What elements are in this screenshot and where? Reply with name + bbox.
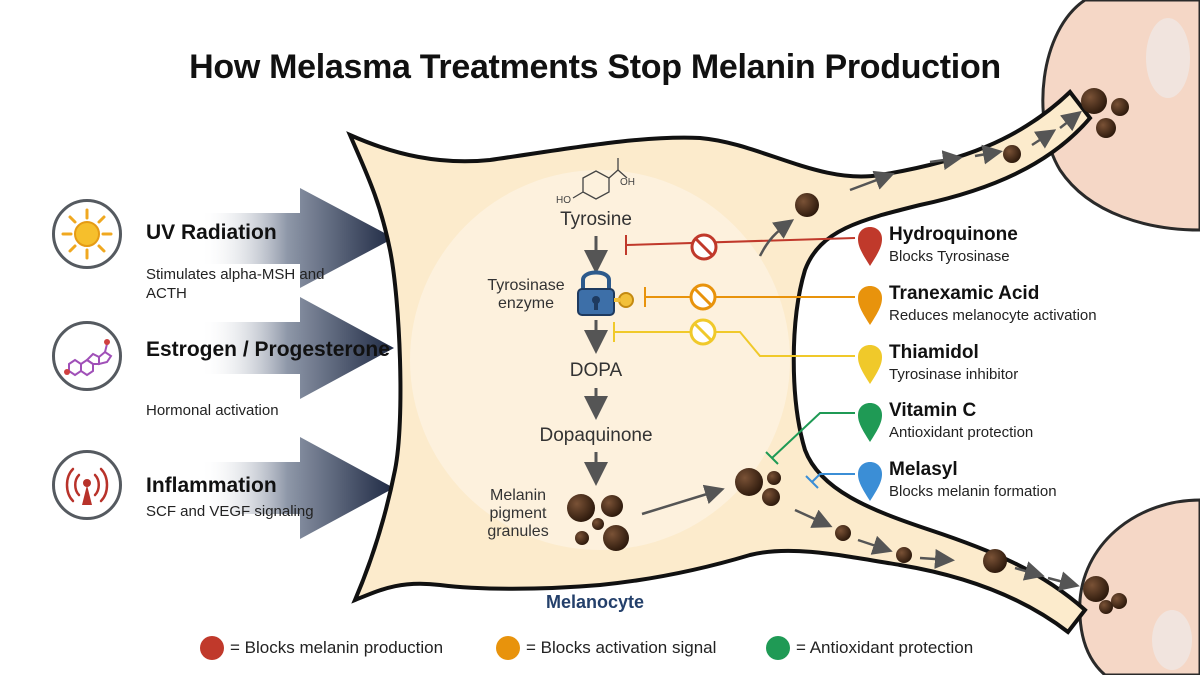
arrow-granules-to-dendrite (641, 484, 725, 516)
treatment-tranexamic-acid: Tranexamic Acid Reduces melanocyte activ… (855, 283, 1185, 329)
tyrosine-label: Tyrosine (560, 209, 632, 230)
treatment-name: Melasyl (889, 459, 958, 480)
location-pin-icon (858, 403, 882, 442)
dopa-label: DOPA (569, 360, 623, 381)
upper-dendrite-transport-arrows (849, 110, 1082, 192)
molecule-oh-label: OH (620, 177, 635, 188)
tranexamic-block-icon (689, 283, 717, 311)
location-pin-icon (858, 345, 882, 384)
melanocyte-inner-glow (410, 170, 790, 550)
hormone-molecule-icon (64, 339, 113, 377)
sun-icon (61, 208, 113, 260)
treatment-description: Tyrosinase inhibitor (889, 366, 1019, 383)
factor-description: Stimulates alpha-MSH and ACTH (146, 266, 325, 302)
legend-label: = Blocks melanin production (230, 638, 444, 657)
key-icon (614, 292, 634, 308)
treatment-name: Vitamin C (889, 400, 977, 421)
factor-icon-ring (52, 199, 122, 269)
treatment-description: Antioxidant protection (889, 424, 1034, 441)
melanocyte-label: Melanocyte (545, 592, 645, 612)
factor-uv-radiation: UV Radiation Stimulates alpha-MSH and AC… (52, 199, 402, 309)
tyrosine-molecule (572, 158, 628, 200)
dendrite-granules (735, 88, 1129, 614)
factor-estrogen-progesterone: Estrogen / Progesterone Hormonal activat… (52, 321, 402, 421)
tranexamic-inhibition-line (644, 287, 855, 307)
hydroquinone-block-icon (690, 233, 718, 261)
treatment-description: Blocks Tyrosinase (889, 248, 1010, 265)
tyrosinase-enzyme-label: Tyrosinase enzyme (487, 277, 565, 312)
legend-item-antioxidant: = Antioxidant protection (766, 636, 1006, 662)
thiamidol-block-icon (689, 318, 717, 346)
treatment-name: Hydroquinone (889, 224, 1018, 245)
legend-dot (496, 636, 520, 660)
location-pin-icon (858, 227, 882, 266)
melanin-granules-cluster (567, 494, 629, 551)
treatment-description: Reduces melanocyte activation (889, 307, 1097, 324)
legend-dot (200, 636, 224, 660)
legend-item-blocks-activation: = Blocks activation signal (496, 636, 746, 662)
legend-label: = Blocks activation signal (526, 638, 717, 657)
melanin-granules-label: Melanin pigment granules (487, 487, 549, 540)
treatment-name: Tranexamic Acid (889, 283, 1040, 304)
factor-icon-ring (52, 321, 122, 391)
lower-dendrite-transport-arrows (794, 508, 1080, 591)
arrow-body-to-upper-dendrite (758, 219, 795, 257)
vitamin-c-inhibition-line (765, 412, 855, 465)
hormone-input-arrow (200, 297, 394, 399)
factor-icon-ring (52, 450, 122, 520)
factor-name: Estrogen / Progesterone (146, 338, 390, 361)
dopaquinone-label: Dopaquinone (539, 425, 653, 446)
treatment-vitamin-c: Vitamin C Antioxidant protection (855, 400, 1185, 446)
factor-description: SCF and VEGF signaling (146, 503, 314, 520)
inflammation-input-arrow (200, 437, 394, 539)
signal-tower-icon (65, 467, 109, 505)
uv-input-arrow (200, 188, 394, 288)
location-pin-icon (858, 462, 882, 501)
treatment-description: Blocks melanin formation (889, 483, 1057, 500)
location-pin-icon (858, 286, 882, 325)
factor-name: UV Radiation (146, 221, 277, 244)
treatment-thiamidol: Thiamidol Tyrosinase inhibitor (855, 342, 1185, 388)
neighbor-nucleus-top (1146, 18, 1190, 98)
factor-inflammation: Inflammation SCF and VEGF signaling (52, 450, 402, 530)
legend-item-blocks-production: = Blocks melanin production (200, 636, 470, 662)
page-title: How Melasma Treatments Stop Melanin Prod… (189, 48, 1001, 86)
treatment-name: Thiamidol (889, 342, 979, 363)
treatment-hydroquinone: Hydroquinone Blocks Tyrosinase (855, 224, 1185, 270)
legend-dot (766, 636, 790, 660)
molecule-ho-label: HO (556, 195, 571, 206)
thiamidol-inhibition-line (613, 322, 855, 357)
factor-name: Inflammation (146, 474, 277, 497)
treatment-melasyl: Melasyl Blocks melanin formation (855, 459, 1185, 505)
melasyl-inhibition-line (805, 473, 855, 489)
legend-label: = Antioxidant protection (796, 638, 974, 657)
neighbor-nucleus-bottom (1152, 610, 1192, 670)
factor-description: Hormonal activation (146, 402, 279, 419)
hydroquinone-inhibition-line (625, 235, 856, 255)
